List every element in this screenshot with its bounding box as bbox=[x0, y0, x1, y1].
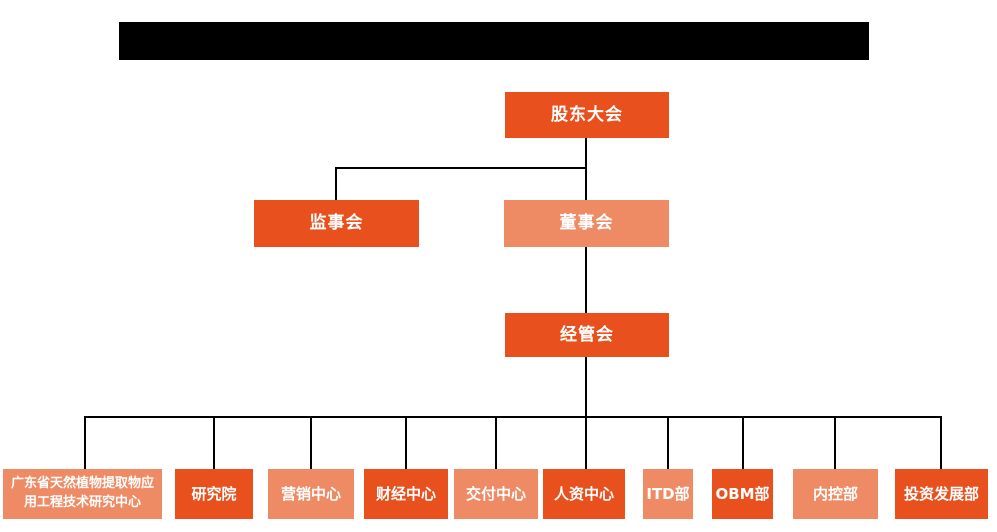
node-board-of-directors: 董事会 bbox=[504, 200, 669, 247]
node-finance-center: 财经中心 bbox=[364, 469, 448, 519]
node-obm-department: OBM部 bbox=[712, 469, 773, 519]
node-research-institute: 研究院 bbox=[175, 469, 253, 519]
node-hr-center: 人资中心 bbox=[543, 469, 625, 519]
node-delivery-center: 交付中心 bbox=[454, 469, 538, 519]
redacted-title-bar bbox=[119, 22, 869, 60]
node-management-committee: 经管会 bbox=[505, 313, 669, 357]
node-internal-control-department: 内控部 bbox=[793, 469, 878, 519]
node-supervisory-board: 监事会 bbox=[254, 200, 419, 247]
node-investment-development-department: 投资发展部 bbox=[895, 469, 988, 519]
node-guangdong-plant-extract-research-center: 广东省天然植物提取物应用工程技术研究中心 bbox=[3, 469, 162, 519]
node-itd-department: ITD部 bbox=[643, 469, 693, 519]
node-marketing-center: 营销中心 bbox=[268, 469, 354, 519]
node-shareholders-meeting: 股东大会 bbox=[505, 92, 669, 138]
